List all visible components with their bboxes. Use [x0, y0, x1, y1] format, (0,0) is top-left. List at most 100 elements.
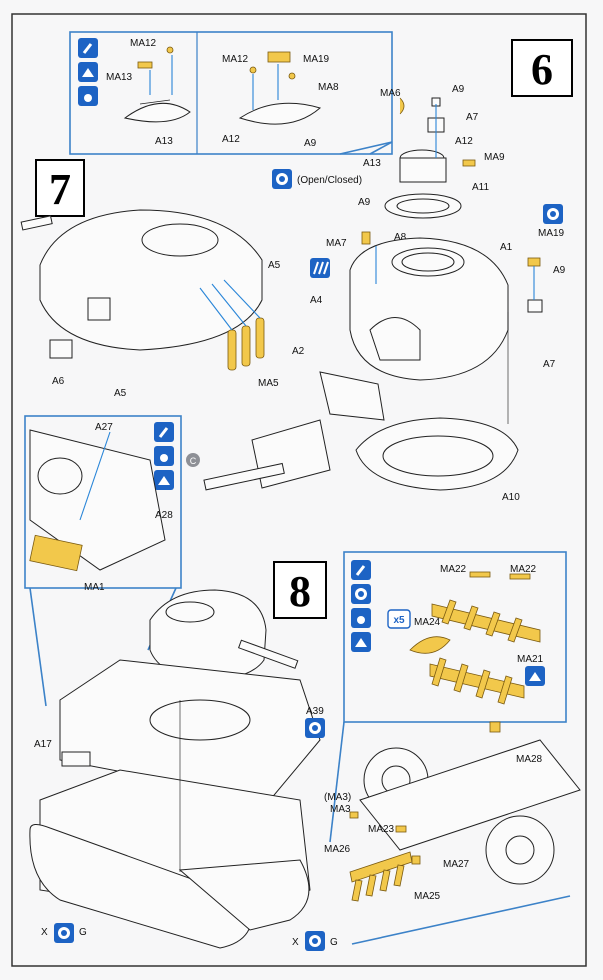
arrow-up-icon-8b	[525, 666, 545, 686]
glue-icon-8	[351, 560, 371, 580]
drop-icon	[78, 86, 98, 106]
upper-hull	[59, 659, 321, 801]
label-ma7: MA7	[326, 238, 347, 249]
label-ma3-paren: (MA3)	[324, 792, 351, 803]
part-a7-right	[527, 299, 543, 313]
part-ma27	[411, 855, 421, 865]
label-a12: A12	[455, 136, 473, 147]
part-ma3	[349, 811, 359, 819]
label-ma24: MA24	[414, 617, 441, 628]
label-a9-top: A9	[452, 84, 465, 95]
glue-icon-7	[154, 422, 174, 442]
hatch-a13	[123, 102, 191, 123]
barrel-marker	[186, 453, 200, 467]
label-a9-callout: A9	[304, 138, 317, 149]
label-a8: A8	[394, 232, 407, 243]
turret-step7	[20, 209, 263, 359]
label-a9-mid: A9	[358, 197, 371, 208]
label-a17: A17	[34, 739, 52, 750]
label-a13-callout: A13	[155, 136, 173, 147]
turret-ring-a10	[355, 417, 519, 491]
glue-icon	[78, 38, 98, 58]
paint-icon	[310, 258, 330, 278]
label-ma1: MA1	[84, 582, 105, 593]
callout-6: MA12 MA13 A13 MA12 MA19 MA8 A12 A9	[69, 31, 393, 155]
step-6-number: 6	[531, 45, 553, 94]
part-ma9	[462, 159, 476, 167]
step-7-number: 7	[49, 165, 71, 214]
label-a12-callout: A12	[222, 134, 240, 145]
page-border	[11, 13, 587, 967]
open-closed-icon	[272, 169, 292, 189]
part-ma1	[29, 534, 83, 572]
open-closed-icon-8	[305, 718, 325, 738]
rack-ma22	[431, 571, 541, 643]
drop-icon-7	[154, 446, 174, 466]
label-x-left: X	[41, 927, 48, 938]
fender-rack-ma25	[349, 851, 421, 902]
part-ma7	[361, 231, 371, 245]
label-a1: A1	[500, 242, 513, 253]
grab-handles-ma5	[199, 279, 265, 371]
turret-step8	[149, 589, 299, 730]
label-ma3: MA3	[330, 804, 351, 815]
label-ma22-left: MA22	[440, 564, 467, 575]
part-ma12-a	[166, 46, 174, 54]
label-a11: A11	[472, 182, 489, 193]
callout-7	[24, 415, 182, 589]
sprocket-detail	[349, 721, 581, 885]
label-a7-right: A7	[543, 359, 556, 370]
step-8-number: 8	[289, 567, 311, 616]
label-a7-top: A7	[466, 112, 479, 123]
label-a10: A10	[502, 492, 520, 503]
label-ma8: MA8	[318, 82, 339, 93]
part-ma8	[288, 72, 296, 80]
label-a4: A4	[310, 295, 323, 306]
part-ma19-a	[267, 51, 291, 63]
label-g-right: G	[330, 937, 338, 948]
x5-badge: x5	[387, 609, 411, 629]
label-ma12-a: MA12	[130, 38, 157, 49]
label-barrel-marker: C	[190, 456, 197, 466]
label-ma5: MA5	[258, 378, 279, 389]
label-a5-bottom: A5	[114, 388, 127, 399]
label-ma23: MA23	[368, 824, 395, 835]
label-ma21: MA21	[517, 654, 544, 665]
part-ma13	[137, 61, 153, 69]
step-7-box: 7	[35, 159, 85, 217]
part-ma23	[395, 825, 407, 833]
drop-icon-8	[351, 608, 371, 628]
part-a6	[87, 297, 111, 321]
commander-cupola-stack	[384, 97, 476, 219]
label-ma28: MA28	[516, 754, 543, 765]
part-a17	[61, 751, 91, 767]
part-a6-b	[49, 339, 73, 359]
lower-hull-tracks	[29, 751, 311, 949]
x-g-marker-right: X G	[292, 931, 338, 951]
label-open-closed: (Open/Closed)	[297, 175, 362, 186]
open-closed-icon-right	[543, 204, 563, 224]
label-ma13: MA13	[106, 72, 133, 83]
label-a2: A2	[292, 346, 305, 357]
open-closed-icon-callout	[351, 584, 371, 604]
part-ma12-b	[249, 66, 257, 74]
label-a5-top: A5	[268, 260, 281, 271]
label-g-left: G	[79, 927, 87, 938]
rack-ma21	[429, 657, 525, 705]
label-ma26: MA26	[324, 844, 351, 855]
label-x-right: X	[292, 937, 299, 948]
turret-a1	[349, 231, 543, 381]
label-a28: A28	[155, 510, 173, 521]
label-a9-right: A9	[553, 265, 566, 276]
arrow-up-icon-8	[351, 632, 371, 652]
label-ma22-right: MA22	[510, 564, 537, 575]
label-ma12-b: MA12	[222, 54, 249, 65]
hatch-a12	[238, 102, 322, 125]
label-ma25: MA25	[414, 891, 441, 902]
gun-barrel: C	[186, 419, 331, 491]
label-a13: A13	[363, 158, 381, 169]
label-a6: A6	[52, 376, 65, 387]
x-g-marker-left: X G	[41, 923, 87, 943]
